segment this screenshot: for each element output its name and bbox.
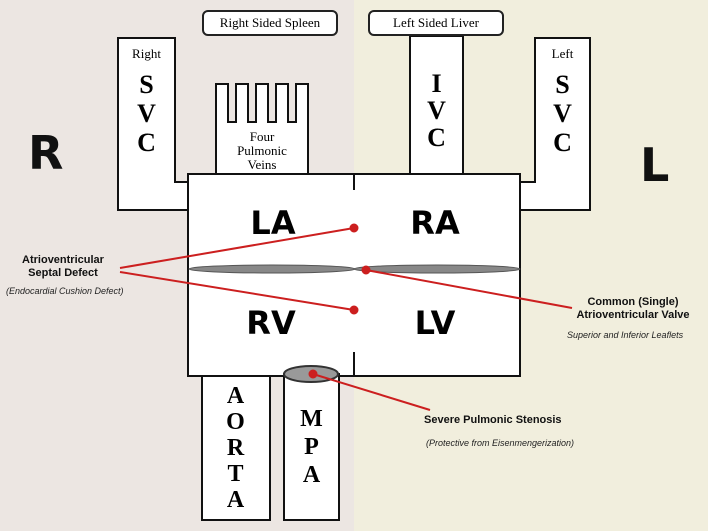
avsd-pointer-upper — [119, 227, 355, 269]
pulmonic-veins-line: Veins — [247, 157, 277, 172]
aorta-letter: T — [227, 461, 245, 487]
heart-body — [187, 173, 521, 377]
stenosis-pointer — [312, 373, 431, 411]
pulmonic-veins-label: Four Pulmonic Veins — [216, 130, 308, 172]
pointer-dot-ventricular — [349, 305, 359, 315]
ivc-letter: V — [427, 96, 446, 125]
right-svc-letter: V — [137, 99, 156, 128]
ivc-label: I V C — [410, 70, 463, 151]
pulmonic-veins-line: Pulmonic — [237, 143, 287, 158]
pulmonic-veins-line: Four — [249, 129, 275, 144]
mpa-letter: M — [300, 406, 323, 432]
right-side-marker: R — [28, 126, 64, 180]
aorta-letter: A — [226, 383, 246, 409]
mpa-label: M P A — [284, 405, 339, 489]
ivc-letter: I — [431, 69, 442, 98]
stenosis-subtitle: (Protective from Eisenmengerization) — [426, 438, 575, 448]
left-svc-label: S V C — [535, 70, 590, 157]
right-svc-letter: S — [139, 70, 154, 99]
stenosis-annotation: Severe Pulmonic Stenosis — [424, 414, 562, 426]
ivc-vessel — [409, 35, 464, 175]
aorta-letter: O — [226, 409, 246, 435]
pointer-dot-valve — [361, 265, 371, 275]
avsd-annotation: Atrioventricular Septal Defect — [2, 254, 124, 280]
pointer-dot-stenosis — [308, 369, 318, 379]
valve-leaflet-left — [353, 264, 521, 274]
left-svc-letter: C — [553, 128, 572, 157]
valve-annotation: Common (Single) Atrioventricular Valve — [560, 296, 706, 322]
ivc-letter: C — [427, 123, 446, 152]
mpa-letter: P — [304, 434, 319, 460]
chamber-la: LA — [250, 204, 296, 242]
right-svc-caption: Right — [132, 46, 161, 61]
valve-pointer — [365, 269, 573, 309]
avsd-title-line: Atrioventricular — [22, 254, 104, 266]
valve-subtitle: Superior and Inferior Leaflets — [567, 330, 684, 340]
left-sided-liver-label: Left Sided Liver — [368, 10, 504, 36]
valve-title-line: Common (Single) — [587, 296, 679, 308]
right-sided-spleen-label: Right Sided Spleen — [202, 10, 338, 36]
avsd-title-line: Septal Defect — [28, 267, 98, 279]
mpa-letter: A — [302, 462, 321, 488]
chamber-lv: LV — [414, 304, 456, 342]
chamber-rv: RV — [246, 304, 296, 342]
left-svc-letter: V — [553, 99, 572, 128]
left-side-marker: L — [640, 138, 670, 192]
left-svc-letter: S — [555, 70, 570, 99]
valve-leaflet-right — [188, 264, 356, 274]
aorta-letter: A — [226, 487, 246, 513]
pointer-dot-atrial — [349, 223, 359, 233]
valve-title-line: Atrioventricular Valve — [576, 309, 690, 321]
aorta-letter: R — [226, 435, 246, 461]
chamber-ra: RA — [410, 204, 460, 242]
avsd-pointer-lower — [119, 271, 355, 311]
right-svc-letter: C — [137, 128, 156, 157]
aorta-vessel — [201, 375, 271, 521]
avsd-subtitle: (Endocardial Cushion Defect) — [6, 286, 124, 296]
right-svc-label: S V C — [118, 70, 175, 157]
pulmonic-veins-vessel — [215, 83, 309, 175]
aorta-label: A O R T A — [202, 383, 270, 513]
left-svc-caption: Left — [551, 46, 574, 61]
